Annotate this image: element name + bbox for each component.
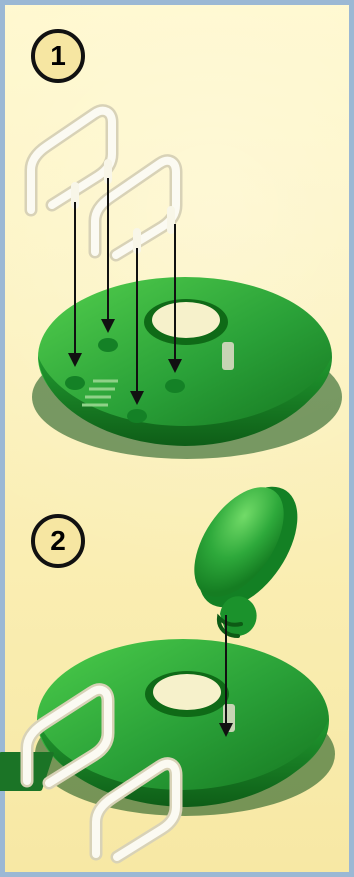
step-1-assembly-illustration <box>0 0 354 500</box>
base-hole-rim-1 <box>152 302 220 338</box>
base-hole-rim-2 <box>153 674 221 710</box>
socket-mid-1 <box>98 338 118 352</box>
socket-right-1 <box>165 379 185 393</box>
socket-left-1 <box>65 376 85 390</box>
small-side-latch-2 <box>223 704 235 732</box>
socket-front-1 <box>127 409 147 423</box>
step-2-assembly-illustration <box>0 470 354 877</box>
small-side-latch-1 <box>222 342 234 370</box>
